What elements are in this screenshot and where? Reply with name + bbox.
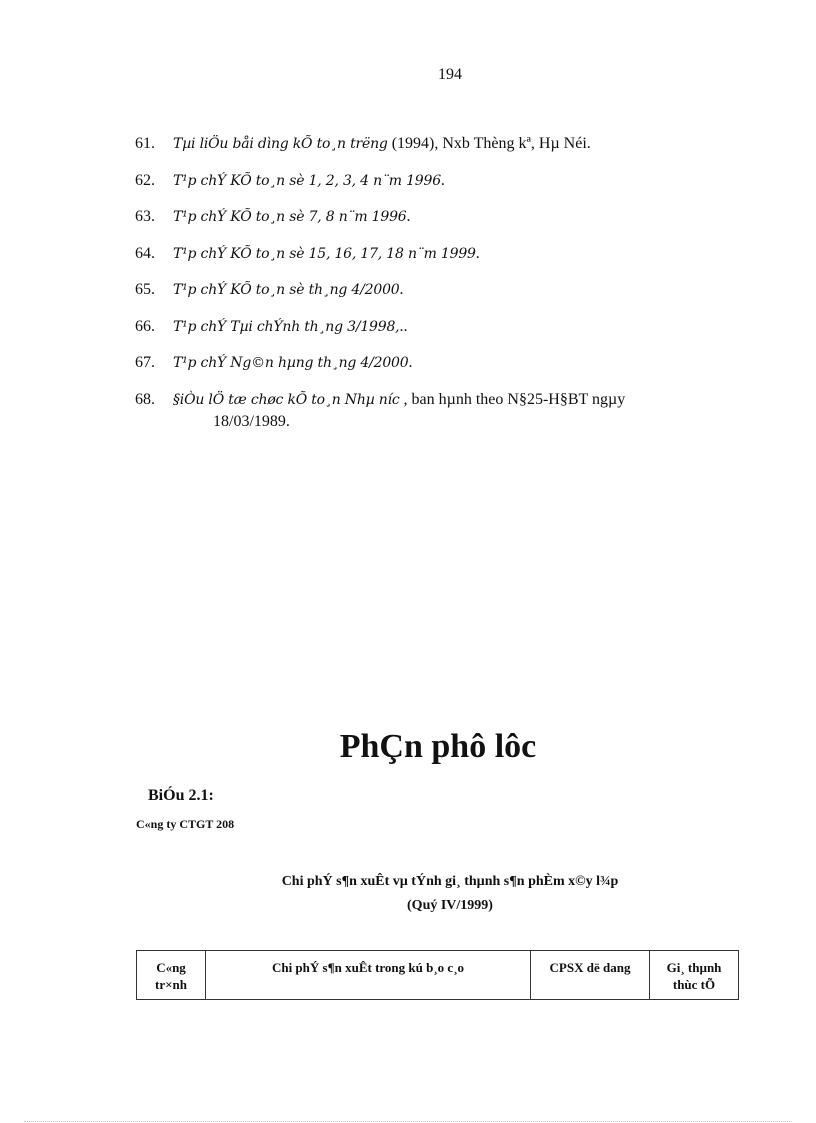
reference-item-65: 65. T¹p chÝ KÕ to¸n sè th¸ng 4/2000.: [135, 279, 739, 301]
reference-number: 62.: [135, 171, 155, 189]
reference-title: T¹p chÝ KÕ to¸n sè th¸ng 4/2000: [173, 282, 400, 298]
reference-item-63: 63. T¹p chÝ KÕ to¸n sè 7, 8 n¨m 1996.: [135, 206, 739, 228]
reference-suffix: .: [406, 208, 411, 225]
cost-table: C«ng tr×nh Chi phÝ s¶n xuÊt trong kú b¸o…: [136, 950, 739, 1000]
reference-publisher: , ban hµnh theo N§25-H§BT ngµy: [399, 390, 626, 408]
table-header-row: C«ng tr×nh Chi phÝ s¶n xuÊt trong kú b¸o…: [136, 950, 739, 1000]
reference-title: T¹p chÝ KÕ to¸n sè 7, 8 n¨m 1996: [173, 209, 407, 225]
page-bottom-divider: [24, 1121, 792, 1122]
reference-suffix: .: [408, 354, 413, 371]
table-title: Chi phÝ s¶n xuÊt vµ tÝnh gi¸ thµnh s¶n p…: [0, 870, 816, 918]
reference-number: 68.: [135, 390, 155, 408]
page-number: 194: [438, 66, 462, 83]
column-header-production-cost: Chi phÝ s¶n xuÊt trong kú b¸o c¸o: [205, 950, 531, 1000]
column-header-wip-cost: CPSX dë dang: [530, 950, 650, 1000]
table-title-period: (Quý IV/1999): [407, 898, 493, 913]
reference-suffix: .: [440, 171, 445, 189]
table-label: BiÓu 2.1:: [148, 787, 214, 804]
reference-item-67: 67. T¹p chÝ Ng©n hµng th¸ng 4/2000.: [135, 352, 739, 374]
reference-number: 67.: [135, 354, 155, 371]
reference-item-66: 66. T¹p chÝ Tµi chÝnh th¸ng 3/1998,..: [135, 316, 739, 338]
reference-number: 63.: [135, 208, 155, 225]
reference-number: 66.: [135, 317, 155, 335]
reference-title: T¹p chÝ KÕ to¸n sè 15, 16, 17, 18 n¨m 19…: [173, 245, 476, 262]
reference-item-62: 62. T¹p chÝ KÕ to¸n sè 1, 2, 3, 4 n¨m 19…: [135, 170, 739, 192]
reference-publisher: (1994), Nxb Thèng kª, Hµ Néi.: [387, 135, 591, 152]
reference-item-68: 68. §iÒu lÖ tæ chøc kÕ to¸n Nhµ n­íc , b…: [135, 389, 739, 433]
appendix-title: PhÇn phô lôc: [339, 728, 537, 765]
reference-list: 61. Tµi liÖu båi d­ìng kÕ to¸n tr­ëng (1…: [135, 133, 739, 447]
reference-suffix: .: [399, 281, 404, 298]
reference-number: 64.: [135, 244, 155, 262]
reference-item-64: 64. T¹p chÝ KÕ to¸n sè 15, 16, 17, 18 n¨…: [135, 243, 739, 265]
column-header-actual-cost: Gi¸ thµnh thùc tÕ: [649, 950, 739, 1000]
reference-suffix: .: [475, 244, 480, 262]
reference-title: T¹p chÝ KÕ to¸n sè 1, 2, 3, 4 n¨m 1996: [173, 172, 441, 189]
reference-title: §iÒu lÖ tæ chøc kÕ to¸n Nhµ n­íc: [173, 391, 400, 408]
reference-item-61: 61. Tµi liÖu båi d­ìng kÕ to¸n tr­ëng (1…: [135, 133, 739, 155]
reference-title: T¹p chÝ Ng©n hµng th¸ng 4/2000: [173, 355, 409, 371]
reference-title: T¹p chÝ Tµi chÝnh th¸ng 3/1998,: [173, 318, 400, 335]
reference-number: 61.: [135, 135, 155, 152]
table-title-main: Chi phÝ s¶n xuÊt vµ tÝnh gi¸ thµnh s¶n p…: [281, 874, 619, 889]
reference-title: Tµi liÖu båi d­ìng kÕ to¸n tr­ëng: [173, 136, 388, 152]
column-header-project: C«ng tr×nh: [136, 950, 206, 1000]
reference-number: 65.: [135, 281, 155, 298]
reference-suffix: ..: [399, 317, 408, 335]
company-name: C«ng ty CTGT 208: [136, 817, 235, 831]
reference-continuation: 18/03/1989.: [213, 412, 290, 430]
